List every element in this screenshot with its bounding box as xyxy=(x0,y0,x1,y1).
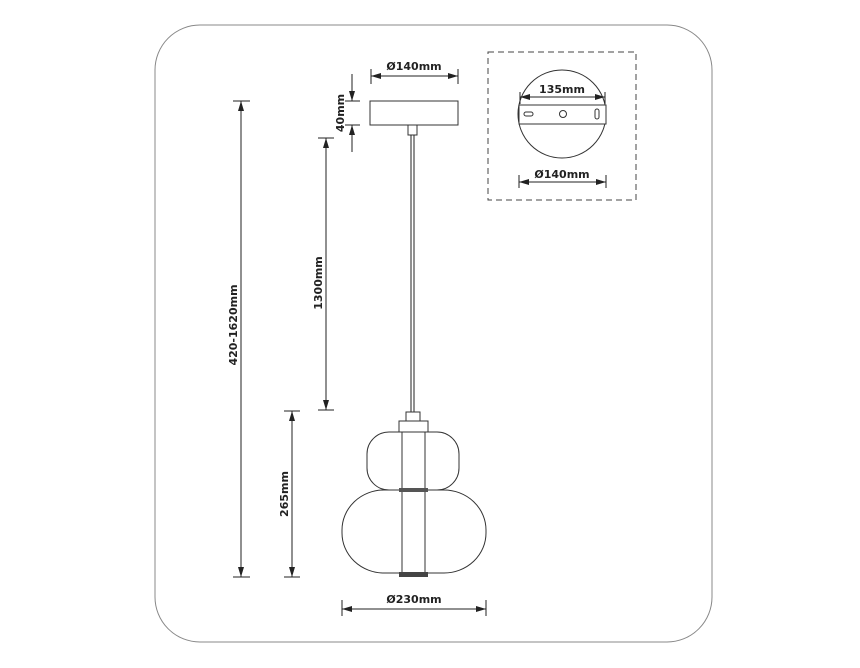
canopy-height-label: 40mm xyxy=(334,94,347,132)
mounting-plate-detail: 135mm Ø140mm xyxy=(487,51,637,201)
overall-height-dimension: 420-1620mm xyxy=(227,100,250,578)
canopy-diameter-label: Ø140mm xyxy=(386,60,441,73)
shade-diameter-label: Ø230mm xyxy=(386,593,441,606)
canopy xyxy=(369,100,459,136)
plate-diameter-label: Ø140mm xyxy=(534,168,589,181)
bracket-length-label: 135mm xyxy=(539,83,585,96)
lamp-shade xyxy=(341,411,487,577)
shade-height-dimension: 265mm xyxy=(278,410,300,578)
canopy-height-dimension: 40mm xyxy=(334,74,360,152)
shade-diameter-dimension: Ø230mm xyxy=(341,593,487,616)
canopy-diameter-dimension: Ø140mm xyxy=(370,60,459,84)
shade-height-label: 265mm xyxy=(278,471,291,517)
overall-height-label: 420-1620mm xyxy=(227,284,240,365)
cable-length-label: 1300mm xyxy=(312,256,325,310)
cable-length-dimension: 1300mm xyxy=(312,137,334,411)
drawing-frame xyxy=(154,24,713,643)
cable xyxy=(410,135,415,412)
